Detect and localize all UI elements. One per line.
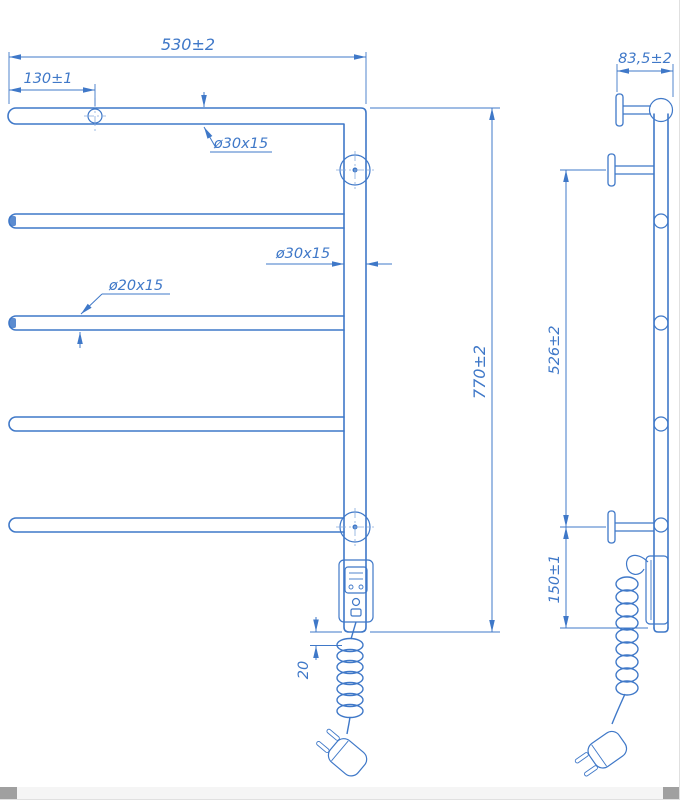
mounting-boss-top xyxy=(336,151,374,189)
dim-side-depth: 83,5±2 xyxy=(618,51,672,67)
side-rail-end-4 xyxy=(653,517,669,533)
rail-2 xyxy=(8,213,345,229)
front-view: 530±2 130±1 ø30x15 ø30x15 ø20x15 770±2 xyxy=(7,35,500,777)
side-rail-end-3 xyxy=(653,416,669,432)
power-plug-front xyxy=(316,728,368,777)
rail-4 xyxy=(8,416,345,432)
screenshot-footer xyxy=(0,787,679,799)
power-cord-front xyxy=(336,621,364,735)
top-rail-and-post xyxy=(7,107,367,633)
dim-side-bottom-offset: 150±1 xyxy=(547,554,563,603)
power-cord-side xyxy=(611,576,639,725)
power-unit-side xyxy=(625,554,669,625)
side-bracket-top xyxy=(615,93,651,127)
dim-front-total-height: 770±2 xyxy=(470,345,489,399)
side-rail-end-2 xyxy=(653,315,669,331)
side-bracket-upper xyxy=(607,153,654,187)
mounting-boss-bottom xyxy=(336,508,374,546)
side-bracket-lower xyxy=(607,510,654,544)
side-view: 83,5±2 526±2 150±1 xyxy=(547,51,674,777)
dim-front-cable-offset: 20 xyxy=(296,661,312,679)
side-post xyxy=(648,97,674,633)
power-plug-side xyxy=(574,730,628,777)
rail-2-end-cap xyxy=(9,216,16,226)
dim-side-bracket-span: 526±2 xyxy=(547,325,563,374)
side-dimensions: 83,5±2 526±2 150±1 xyxy=(547,51,674,629)
dim-front-hole-offset: 130±1 xyxy=(23,71,72,87)
callout-post-tube: ø30x15 xyxy=(275,246,330,262)
callout-top-tube: ø30x15 xyxy=(213,136,268,152)
rail-3 xyxy=(8,315,345,331)
rail-3-end-cap xyxy=(9,318,16,328)
front-dimensions: 530±2 130±1 ø30x15 ø30x15 ø20x15 770±2 xyxy=(8,35,500,679)
dim-front-total-width: 530±2 xyxy=(161,35,215,54)
side-rail-end-1 xyxy=(653,213,669,229)
callout-rail-tube: ø20x15 xyxy=(108,278,163,294)
rail-5 xyxy=(8,517,345,533)
